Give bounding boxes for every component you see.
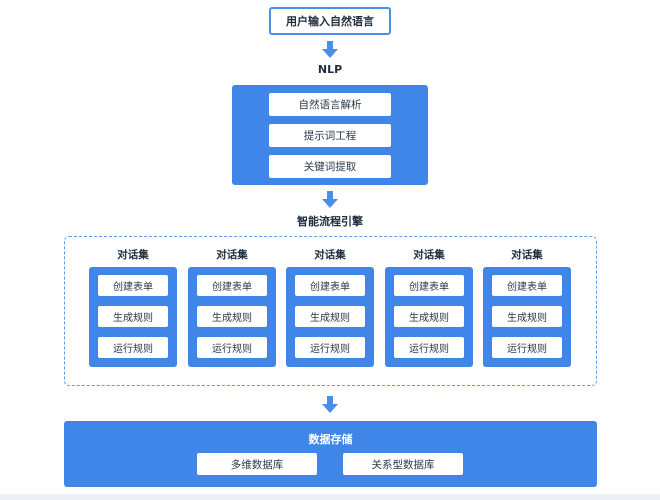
dialog-group-title: 对话集 <box>117 249 149 261</box>
create-form-item: 创建表单 <box>492 275 562 296</box>
generate-rules-item: 生成规则 <box>197 306 267 327</box>
dialog-group-panel: 创建表单 生成规则 运行规则 <box>188 267 276 367</box>
generate-rules-item: 生成规则 <box>492 306 562 327</box>
dialog-group-title: 对话集 <box>511 249 543 261</box>
create-form-item: 创建表单 <box>295 275 365 296</box>
run-rules-item: 运行规则 <box>98 337 168 358</box>
relational-db-item: 关系型数据库 <box>343 453 463 475</box>
dialog-group-panel: 创建表单 生成规则 运行规则 <box>483 267 571 367</box>
run-rules-item: 运行规则 <box>394 337 464 358</box>
down-arrow-icon <box>322 41 338 58</box>
run-rules-item: 运行规则 <box>492 337 562 358</box>
engine-label: 智能流程引擎 <box>297 215 363 228</box>
down-arrow-icon <box>322 191 338 208</box>
create-form-item: 创建表单 <box>197 275 267 296</box>
nlp-item-parse: 自然语言解析 <box>269 93 391 116</box>
nlp-panel: 自然语言解析 提示词工程 关键词提取 <box>232 85 428 185</box>
multidimensional-db-item: 多维数据库 <box>197 453 317 475</box>
dialog-group: 对话集 创建表单 生成规则 运行规则 <box>383 237 475 372</box>
create-form-item: 创建表单 <box>98 275 168 296</box>
create-form-item: 创建表单 <box>394 275 464 296</box>
run-rules-item: 运行规则 <box>295 337 365 358</box>
generate-rules-item: 生成规则 <box>394 306 464 327</box>
data-storage-title: 数据存储 <box>308 433 353 446</box>
engine-container <box>64 236 597 386</box>
dialog-group: 对话集 创建表单 生成规则 运行规则 <box>87 237 179 372</box>
dialog-group: 对话集 创建表单 生成规则 运行规则 <box>186 237 278 372</box>
dialog-group-panel: 创建表单 生成规则 运行规则 <box>286 267 374 367</box>
data-storage-panel: 数据存储 多维数据库 关系型数据库 <box>64 421 597 487</box>
bottom-divider <box>0 494 660 500</box>
generate-rules-item: 生成规则 <box>295 306 365 327</box>
dialog-group-title: 对话集 <box>216 249 248 261</box>
nlp-label: NLP <box>317 63 343 76</box>
dialog-group-title: 对话集 <box>314 249 346 261</box>
nlp-item-prompt: 提示词工程 <box>269 124 391 147</box>
run-rules-item: 运行规则 <box>197 337 267 358</box>
generate-rules-item: 生成规则 <box>98 306 168 327</box>
dialog-group-panel: 创建表单 生成规则 运行规则 <box>385 267 473 367</box>
user-input-box: 用户输入自然语言 <box>269 7 391 35</box>
dialog-group-panel: 创建表单 生成规则 运行规则 <box>89 267 177 367</box>
dialog-group-title: 对话集 <box>413 249 445 261</box>
dialog-group: 对话集 创建表单 生成规则 运行规则 <box>481 237 573 372</box>
down-arrow-icon <box>322 396 338 413</box>
dialog-group: 对话集 创建表单 生成规则 运行规则 <box>284 237 376 372</box>
nlp-item-keyword: 关键词提取 <box>269 155 391 178</box>
